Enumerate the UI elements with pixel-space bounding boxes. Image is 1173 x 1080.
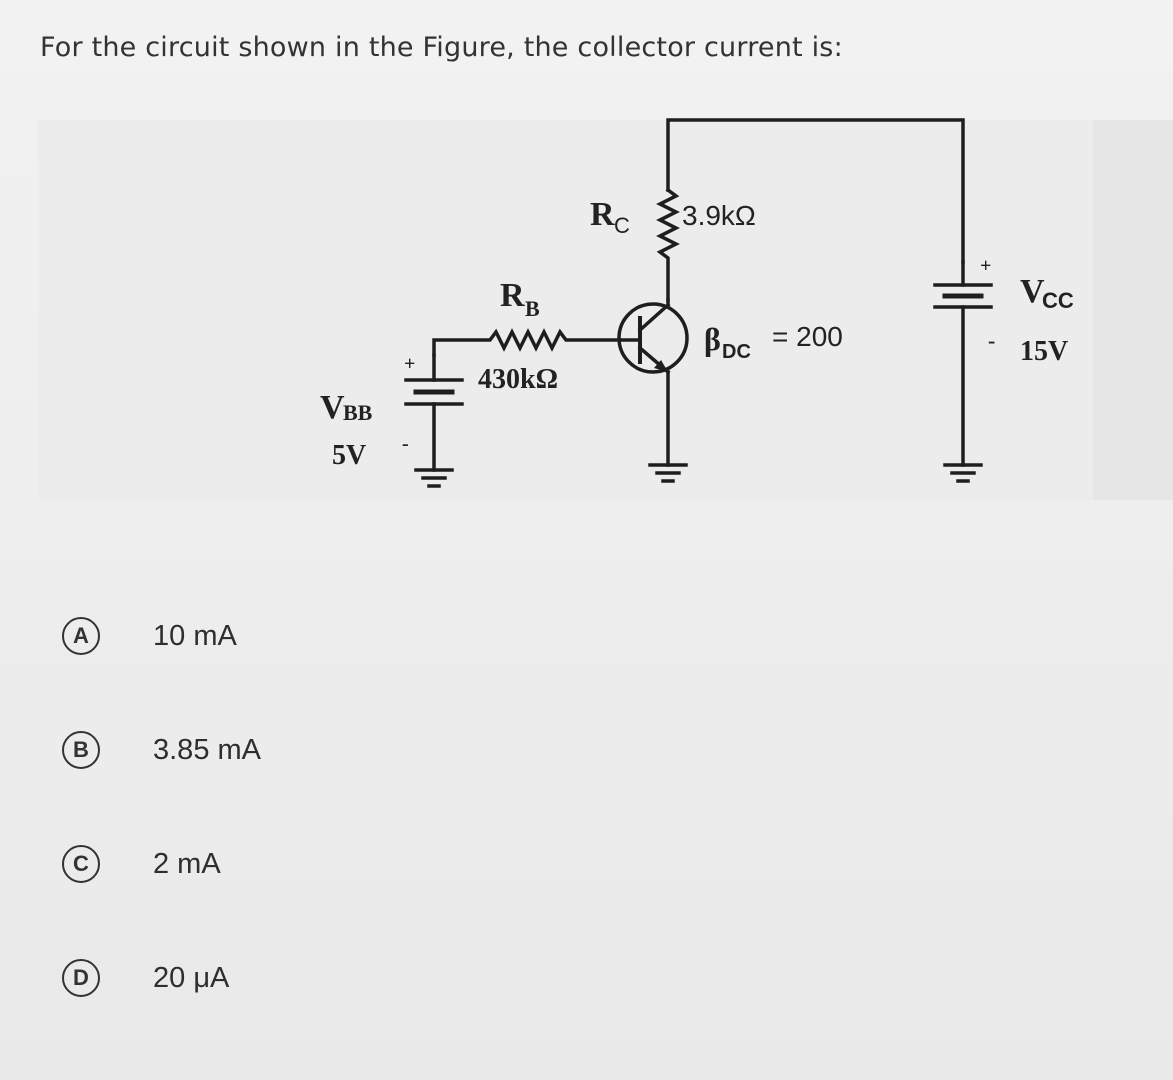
rc-resistor: [656, 187, 680, 302]
beta-label: β: [704, 321, 721, 357]
option-d-text: 20 μA: [153, 961, 230, 994]
option-a[interactable]: A 10 mA: [62, 614, 462, 658]
rb-resistor: [432, 328, 622, 357]
rc-value: 3.9kΩ: [682, 200, 756, 231]
vbb-value: 5V: [332, 440, 366, 471]
vbb-label: V: [320, 389, 345, 426]
option-b-letter: B: [62, 731, 100, 769]
rb-label: R: [500, 277, 525, 314]
option-d-letter: D: [62, 959, 100, 997]
option-c-letter: C: [62, 845, 100, 883]
beta-sub: DC: [722, 341, 751, 363]
vbb-plus: +: [404, 353, 415, 375]
emitter-arrow: [654, 360, 668, 372]
option-d[interactable]: D 20 μA: [62, 956, 462, 1000]
beta-value: = 200: [772, 321, 843, 352]
option-c[interactable]: C 2 mA: [62, 842, 462, 886]
vbb-minus: -: [402, 433, 409, 455]
vcc-minus: -: [988, 328, 995, 353]
rc-label: R: [590, 196, 615, 233]
vcc-label: V: [1020, 273, 1045, 310]
option-a-text: 10 mA: [153, 619, 237, 652]
figure-panel-edge: [1093, 120, 1173, 500]
transistor-body: [617, 302, 689, 374]
vcc-plus: +: [980, 255, 991, 277]
vcc-sub: CC: [1042, 288, 1074, 313]
option-b-text: 3.85 mA: [153, 733, 261, 766]
top-wire: [666, 118, 965, 264]
rc-sub: C: [614, 213, 630, 238]
option-a-letter: A: [62, 617, 100, 655]
vbb-sub: BB: [343, 400, 373, 425]
vcc-value: 15V: [1020, 336, 1068, 367]
option-b[interactable]: B 3.85 mA: [62, 728, 462, 772]
rb-value: 430kΩ: [478, 364, 558, 395]
rb-sub: B: [525, 296, 540, 321]
figure-panel: [38, 120, 1093, 500]
option-c-text: 2 mA: [153, 847, 221, 880]
question-text: For the circuit shown in the Figure, the…: [40, 32, 843, 63]
circuit-diagram: R C 3.9kΩ R B 430kΩ β DC = 200 V BB 5V +…: [320, 118, 1074, 488]
